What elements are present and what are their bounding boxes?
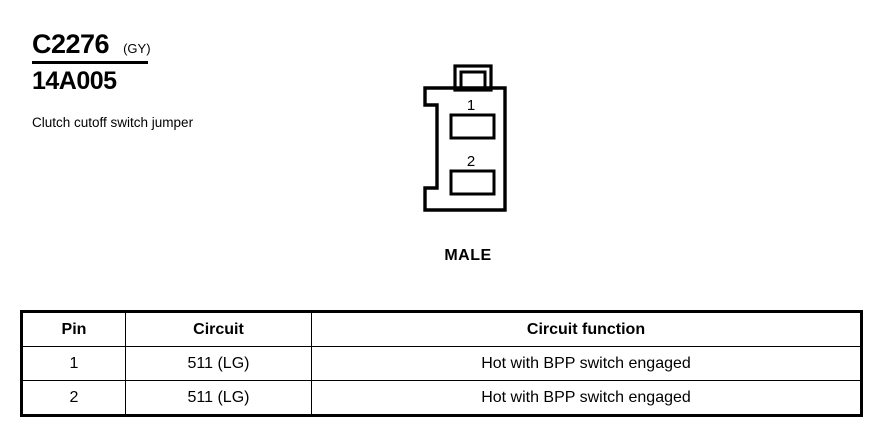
cell-circuit: 511 (LG) — [125, 346, 312, 381]
locking-latch-icon — [453, 64, 493, 92]
part-number: 14A005 — [32, 67, 117, 96]
table-row: 1 511 (LG) Hot with BPP switch engaged — [21, 346, 862, 381]
connector-face-diagram: 1 2 — [423, 64, 507, 212]
cell-pin: 2 — [21, 380, 126, 416]
table-header-row: Pin Circuit Circuit function — [21, 311, 862, 347]
connector-header: C2276 (GY) 14A005 Clutch cutoff switch j… — [32, 30, 282, 134]
connector-id: C2276 — [32, 29, 110, 59]
connector-body-outline — [423, 86, 507, 212]
column-header-pin: Pin — [21, 311, 126, 347]
cavity-2: 2 — [449, 153, 496, 196]
cell-circuit: 511 (LG) — [125, 380, 312, 416]
table-row: 2 511 (LG) Hot with BPP switch engaged — [21, 380, 862, 416]
connector-gender-caption: MALE — [444, 247, 492, 264]
cavity-1: 1 — [449, 97, 496, 140]
header-divider-rule — [32, 61, 148, 65]
cavity-2-label: 2 — [467, 153, 475, 170]
column-header-circuit: Circuit — [125, 311, 312, 347]
connector-description: Clutch cutoff switch jumper — [32, 114, 194, 130]
connector-id-row: C2276 (GY) — [32, 29, 282, 59]
connector-color-code: (GY) — [123, 41, 151, 56]
connector-figure: 1 2 MALE — [404, 55, 594, 265]
pinout-table: Pin Circuit Circuit function 1 511 (LG) … — [20, 310, 863, 417]
cavity-1-label: 1 — [467, 97, 475, 114]
column-header-circuit-function: Circuit function — [311, 311, 862, 347]
cell-circuit-function: Hot with BPP switch engaged — [311, 346, 862, 381]
cell-pin: 1 — [21, 346, 126, 381]
cell-circuit-function: Hot with BPP switch engaged — [311, 380, 862, 416]
